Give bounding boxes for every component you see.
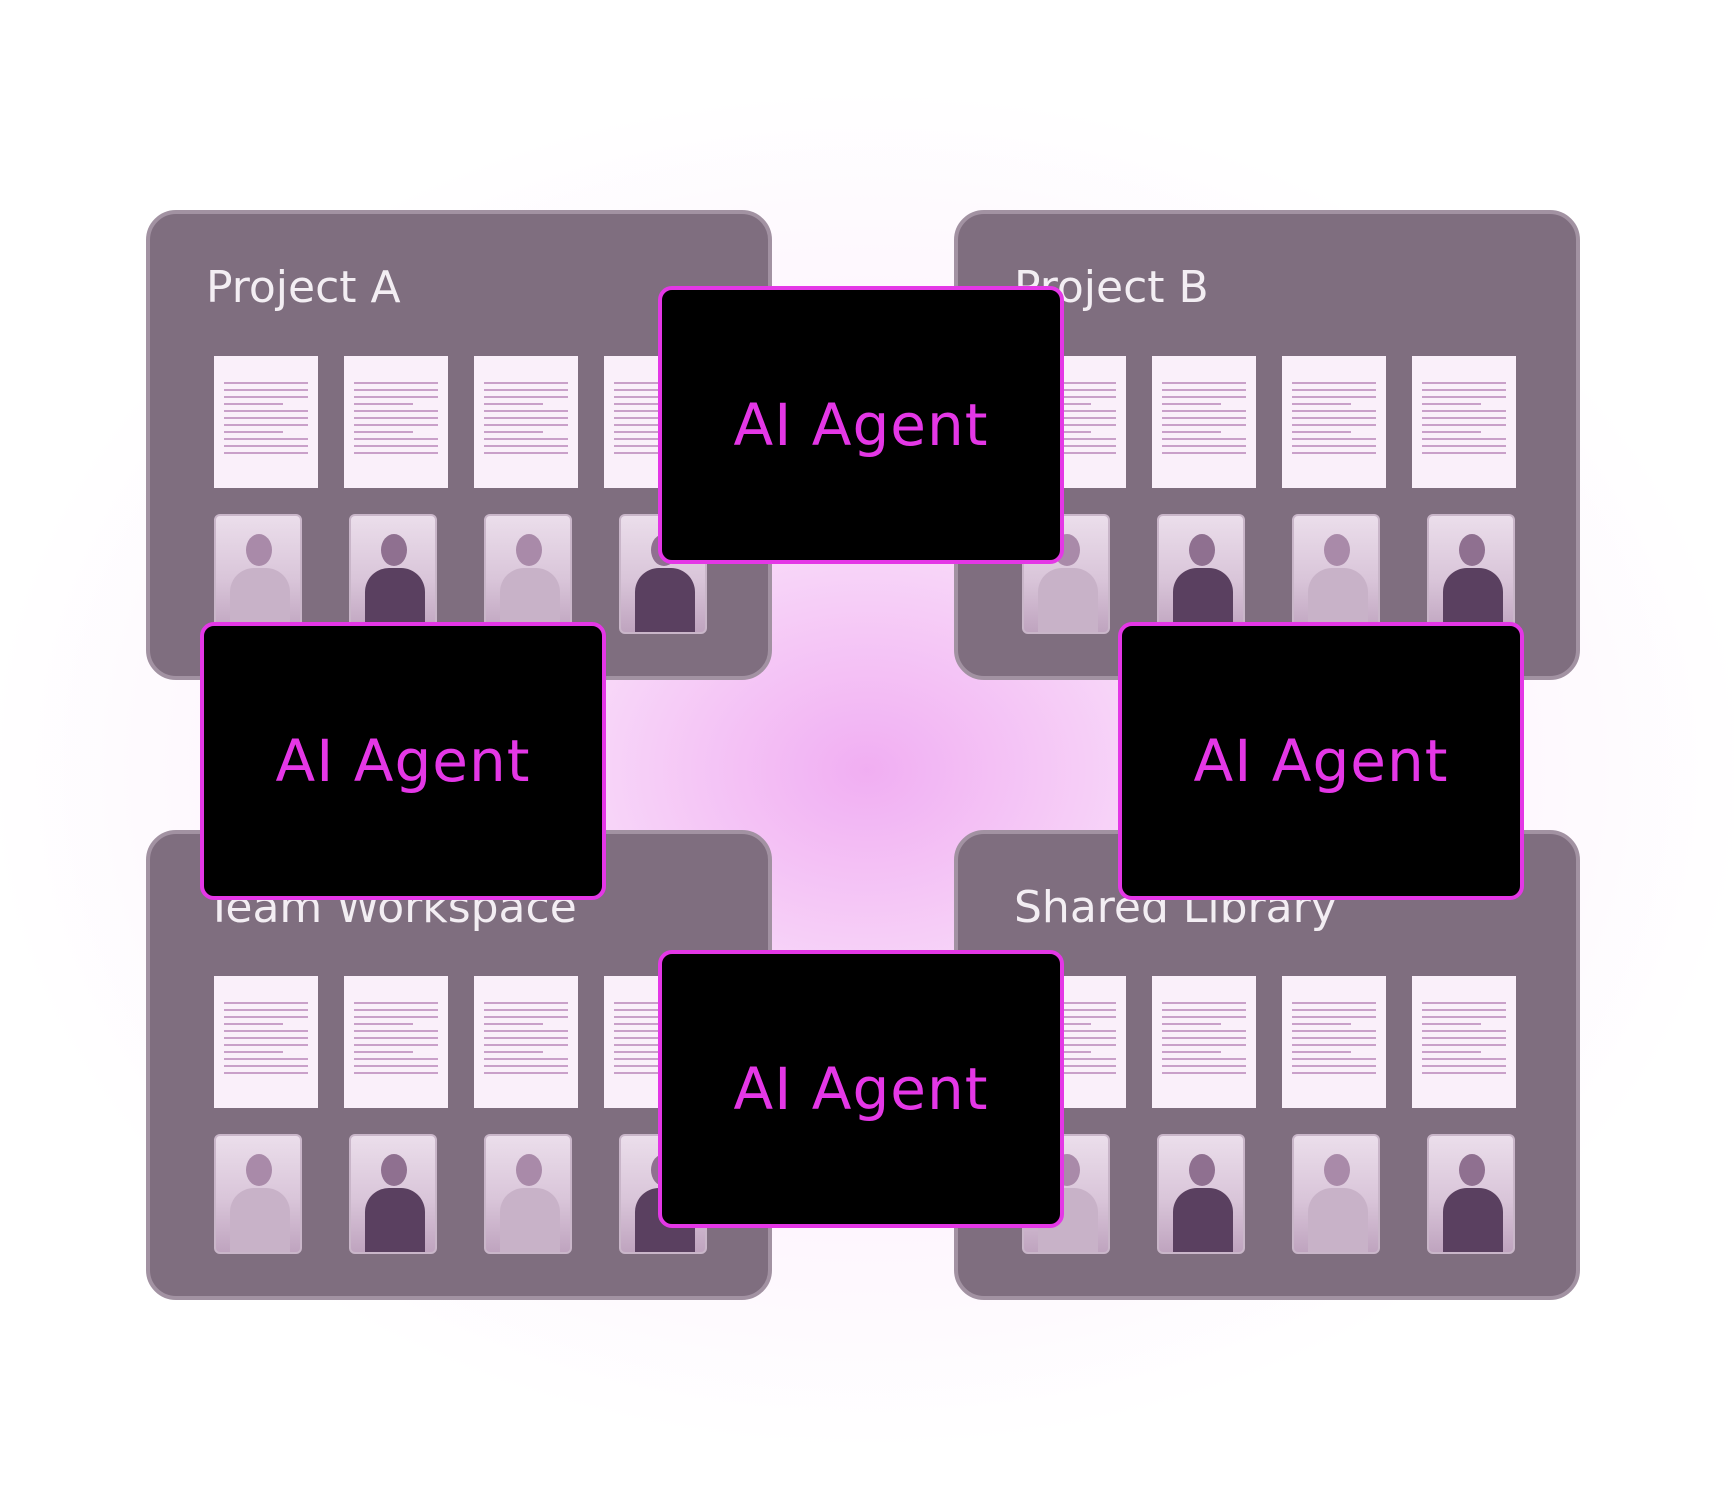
- document-thumbnail: [474, 976, 578, 1108]
- document-thumbnail: [214, 356, 318, 488]
- person-photo-thumbnail: [484, 1134, 572, 1254]
- ai-agent-label: AI Agent: [275, 727, 531, 795]
- person-photo-thumbnail: [1427, 1134, 1515, 1254]
- person-photo-thumbnail: [214, 1134, 302, 1254]
- ai-agent-top[interactable]: AI Agent: [658, 286, 1064, 564]
- workspace-title: Project A: [206, 262, 401, 313]
- ai-agent-left[interactable]: AI Agent: [200, 622, 606, 900]
- document-thumbnail: [1152, 976, 1256, 1108]
- document-thumbnail: [1282, 976, 1386, 1108]
- document-row: [1022, 976, 1576, 1108]
- document-row: [214, 976, 768, 1108]
- person-photo-thumbnail: [1292, 1134, 1380, 1254]
- ai-agent-label: AI Agent: [1193, 727, 1449, 795]
- document-thumbnail: [1412, 976, 1516, 1108]
- photo-row: [1022, 1134, 1576, 1254]
- document-row: [1022, 356, 1576, 488]
- document-thumbnail: [1282, 356, 1386, 488]
- document-thumbnail: [214, 976, 318, 1108]
- person-photo-thumbnail: [1157, 514, 1245, 634]
- ai-agent-label: AI Agent: [733, 1055, 989, 1123]
- person-photo-thumbnail: [349, 1134, 437, 1254]
- document-thumbnail: [1412, 356, 1516, 488]
- document-row: [214, 356, 768, 488]
- document-thumbnail: [344, 356, 448, 488]
- ai-agent-right[interactable]: AI Agent: [1118, 622, 1524, 900]
- person-photo-thumbnail: [214, 514, 302, 634]
- ai-agent-label: AI Agent: [733, 391, 989, 459]
- person-photo-thumbnail: [1427, 514, 1515, 634]
- document-thumbnail: [1152, 356, 1256, 488]
- document-thumbnail: [474, 356, 578, 488]
- person-photo-thumbnail: [349, 514, 437, 634]
- person-photo-thumbnail: [1157, 1134, 1245, 1254]
- ai-agent-bottom[interactable]: AI Agent: [658, 950, 1064, 1228]
- person-photo-thumbnail: [484, 514, 572, 634]
- photo-row: [1022, 514, 1576, 634]
- person-photo-thumbnail: [1292, 514, 1380, 634]
- document-thumbnail: [344, 976, 448, 1108]
